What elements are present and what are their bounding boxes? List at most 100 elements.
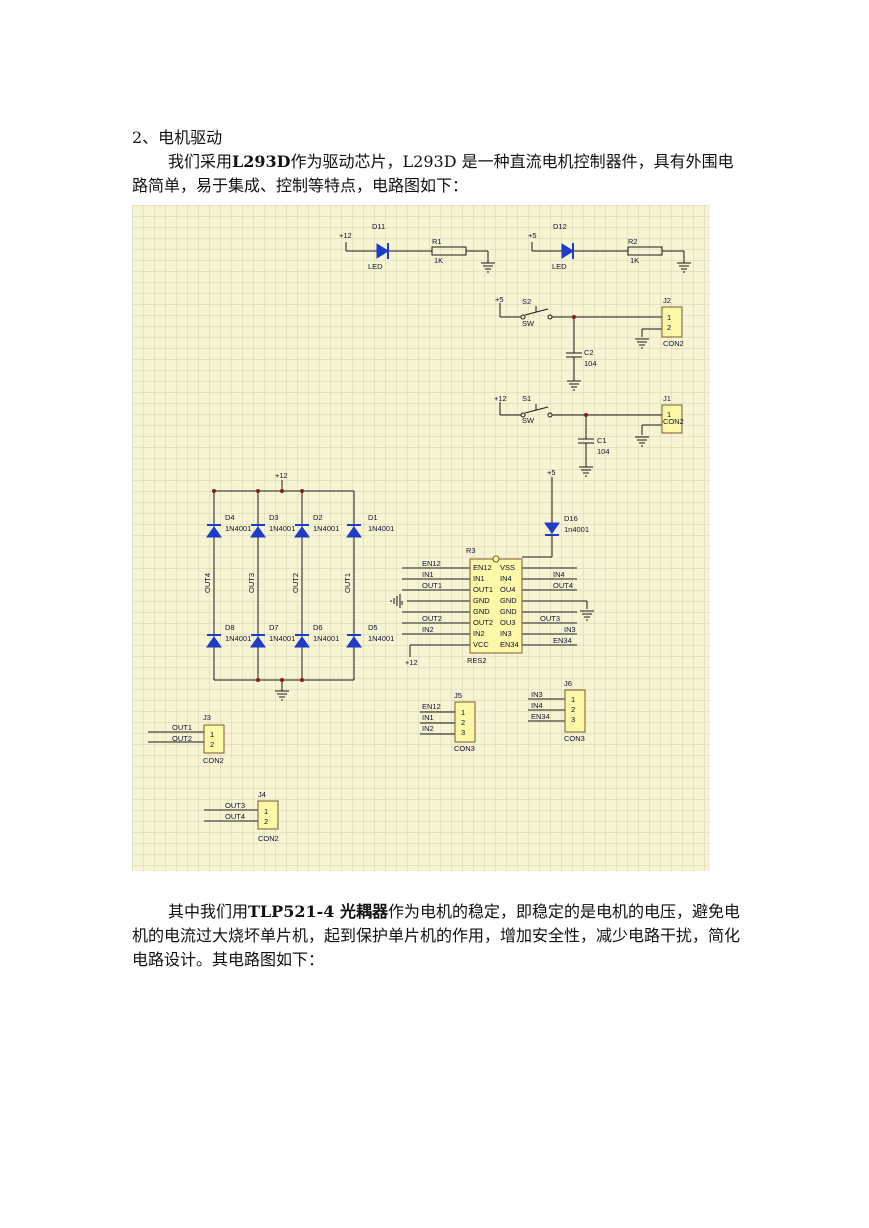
motor-driver-schematic: +12 D11 LED R1 1K +5 D12 LED R2 1K 12 +5… <box>132 205 710 871</box>
svg-text:IN4: IN4 <box>500 574 512 583</box>
svg-text:RES2: RES2 <box>467 656 487 665</box>
svg-text:S2: S2 <box>522 297 531 306</box>
svg-text:IN3: IN3 <box>500 629 512 638</box>
svg-text:GND: GND <box>500 596 517 605</box>
svg-text:2: 2 <box>667 323 671 332</box>
chip-pin-wires <box>390 556 595 657</box>
svg-text:J3: J3 <box>203 713 211 722</box>
svg-text:J4: J4 <box>258 790 266 799</box>
connector-j5 <box>454 701 476 743</box>
svg-text:+12: +12 <box>405 658 418 667</box>
svg-text:1: 1 <box>210 730 214 739</box>
svg-text:GND: GND <box>473 607 490 616</box>
svg-text:VSS: VSS <box>500 563 515 572</box>
svg-text:OUT1: OUT1 <box>343 573 352 593</box>
svg-text:LED: LED <box>552 262 567 271</box>
svg-text:EN12: EN12 <box>473 563 492 572</box>
svg-text:1: 1 <box>571 695 575 704</box>
svg-text:S1: S1 <box>522 394 531 403</box>
svg-text:R3: R3 <box>466 546 476 555</box>
svg-text:OUT2: OUT2 <box>172 734 192 743</box>
led-circuit-2 <box>531 242 692 273</box>
svg-text:D1: D1 <box>368 513 378 522</box>
led-circuit-1 <box>345 242 496 273</box>
svg-text:3: 3 <box>571 715 575 724</box>
svg-text:IN2: IN2 <box>422 724 434 733</box>
svg-text:D3: D3 <box>269 513 279 522</box>
svg-text:CON3: CON3 <box>454 744 475 753</box>
intro-paragraph: 我们采用L293D作为驱动芯片，L293D 是一种直流电机控制器件，具有外围电路… <box>132 152 734 195</box>
svg-text:D11: D11 <box>372 222 385 231</box>
svg-text:J1: J1 <box>663 394 671 403</box>
svg-text:J6: J6 <box>564 679 572 688</box>
svg-text:EN34: EN34 <box>500 640 519 649</box>
connector-j3 <box>203 724 225 754</box>
svg-text:IN1: IN1 <box>422 570 434 579</box>
bridge-diodes-bottom <box>206 634 362 648</box>
svg-text:D7: D7 <box>269 623 279 632</box>
svg-text:OUT2: OUT2 <box>291 573 300 593</box>
svg-text:3: 3 <box>461 728 465 737</box>
svg-text:D16: D16 <box>564 514 578 523</box>
svg-text:IN2: IN2 <box>422 625 434 634</box>
svg-text:OUT3: OUT3 <box>540 614 560 623</box>
svg-text:CON3: CON3 <box>564 734 585 743</box>
connector-j2 <box>661 306 683 338</box>
svg-text:2: 2 <box>461 718 465 727</box>
l293d-chip <box>469 558 523 654</box>
svg-text:+5: +5 <box>547 468 556 477</box>
svg-text:104: 104 <box>584 359 597 368</box>
svg-text:2: 2 <box>571 705 575 714</box>
svg-text:1N4001: 1N4001 <box>225 634 251 643</box>
svg-text:1n4001: 1n4001 <box>564 525 589 534</box>
connector-j4 <box>257 800 279 830</box>
svg-text:CON2: CON2 <box>663 417 684 426</box>
svg-text:OUT1: OUT1 <box>473 585 493 594</box>
svg-text:EN12: EN12 <box>422 702 441 711</box>
svg-text:1: 1 <box>667 410 671 419</box>
svg-text:D6: D6 <box>313 623 323 632</box>
svg-text:OUT4: OUT4 <box>225 812 245 821</box>
svg-text:+5: +5 <box>495 295 504 304</box>
svg-text:C2: C2 <box>584 348 594 357</box>
svg-text:VCC: VCC <box>473 640 489 649</box>
svg-text:D2: D2 <box>313 513 323 522</box>
svg-text:D12: D12 <box>553 222 567 231</box>
svg-text:OUT1: OUT1 <box>172 723 192 732</box>
svg-text:GND: GND <box>473 596 490 605</box>
svg-text:OU3: OU3 <box>500 618 515 627</box>
svg-text:+12: +12 <box>339 231 352 240</box>
svg-text:SW: SW <box>522 416 535 425</box>
svg-text:1: 1 <box>461 708 465 717</box>
svg-text:LED: LED <box>368 262 383 271</box>
bridge-diodes-top <box>206 524 362 538</box>
svg-text:IN3: IN3 <box>531 690 543 699</box>
svg-text:IN2: IN2 <box>473 629 485 638</box>
svg-text:OUT2: OUT2 <box>422 614 442 623</box>
svg-text:2: 2 <box>210 740 214 749</box>
diode-d16-icon <box>544 522 560 534</box>
svg-text:1N4001: 1N4001 <box>313 634 339 643</box>
svg-text:CON2: CON2 <box>663 339 684 348</box>
svg-text:1N4001: 1N4001 <box>269 524 295 533</box>
svg-text:OUT4: OUT4 <box>553 581 573 590</box>
svg-text:2: 2 <box>264 817 268 826</box>
svg-text:D5: D5 <box>368 623 378 632</box>
connector-j6 <box>564 689 586 733</box>
svg-text:GND: GND <box>500 607 517 616</box>
svg-text:J5: J5 <box>454 691 462 700</box>
outro-paragraph: 其中我们用TLP521-4 光耦器作为电机的稳定，即稳定的是电机的电压，避免电机… <box>132 902 741 969</box>
svg-text:OUT4: OUT4 <box>203 573 212 593</box>
svg-text:+12: +12 <box>275 471 288 480</box>
svg-text:IN1: IN1 <box>422 713 434 722</box>
svg-text:EN34: EN34 <box>531 712 550 721</box>
svg-text:SW: SW <box>522 319 535 328</box>
svg-text:D8: D8 <box>225 623 235 632</box>
svg-text:OUT1: OUT1 <box>422 581 442 590</box>
svg-text:D4: D4 <box>225 513 235 522</box>
led-d12-icon <box>561 243 574 259</box>
section-heading: 2、电机驱动 <box>132 128 223 147</box>
svg-text:R2: R2 <box>628 237 638 246</box>
svg-text:104: 104 <box>597 447 610 456</box>
svg-text:OUT3: OUT3 <box>225 801 245 810</box>
